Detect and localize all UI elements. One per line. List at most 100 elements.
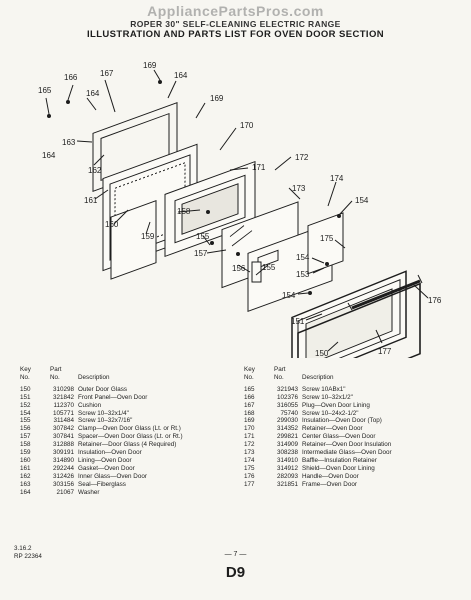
part-description: Gasket—Oven Door — [78, 464, 135, 472]
callout-label: 154 — [282, 291, 296, 300]
callout-label: 176 — [428, 296, 442, 305]
part-number: 310298 — [52, 385, 74, 393]
key-number: 177 — [244, 480, 255, 488]
part-description: Shield—Oven Door Lining — [302, 464, 375, 472]
part-description: Retainer—Oven Door — [302, 425, 363, 433]
callout-label: 171 — [252, 163, 266, 172]
callout-label: 150 — [315, 349, 329, 358]
callout-label: 153 — [296, 270, 310, 279]
key-header: Key — [244, 366, 255, 373]
key-number: 163 — [20, 480, 31, 488]
table-row: 176 282093 Handle—Oven Door — [244, 473, 462, 481]
door-handle-part — [351, 279, 421, 310]
key-number: 168 — [244, 409, 255, 417]
key-number: 171 — [244, 433, 255, 441]
part-number: 316055 — [276, 401, 298, 409]
part-number: 299030 — [276, 417, 298, 425]
key-number: 157 — [20, 433, 31, 441]
part-number: 321943 — [276, 385, 298, 393]
callout-label: 167 — [100, 69, 114, 78]
part-number: 314352 — [276, 425, 298, 433]
callout-label: 173 — [292, 184, 306, 193]
part-number: 321851 — [276, 480, 298, 488]
part-number: 311484 — [53, 417, 74, 425]
callout-label: 169 — [210, 94, 224, 103]
part-description: Screw 10–32x1/4" — [78, 409, 129, 417]
table-row: 159 309191 Insulation—Oven Door — [20, 449, 238, 457]
part-header-no: No. — [274, 373, 284, 381]
part-description: Inner Glass—Oven Door — [78, 472, 147, 480]
callout-label: 169 — [143, 61, 157, 70]
part-description: Screw 10–32x1/2" — [302, 393, 353, 401]
watermark: AppliancePartsPros.com — [147, 3, 324, 19]
table-row: 169 299030 Insulation—Oven Door (Top) — [244, 417, 462, 425]
key-number: 159 — [20, 449, 31, 457]
part-description: Retainer—Oven Door Insulation — [302, 441, 392, 449]
part-number: 282093 — [276, 472, 298, 480]
part-description: Handle—Oven Door — [302, 472, 359, 480]
callout-label: 157 — [194, 249, 208, 258]
part-number: 314890 — [52, 456, 74, 464]
part-description: Center Glass—Oven Door — [302, 433, 376, 441]
callout-label: 155 — [196, 232, 210, 241]
key-number: 158 — [20, 441, 31, 449]
key-header-no: No. — [20, 373, 30, 381]
part-number: 307842 — [52, 425, 74, 433]
part-description: Clamp—Oven Door Glass (Lt. or Rt.) — [78, 425, 181, 433]
part-description: Insulation—Oven Door — [78, 449, 142, 457]
key-number: 176 — [244, 472, 255, 480]
part-number: 112370 — [53, 401, 74, 409]
key-number: 150 — [20, 385, 31, 393]
part-description: Plug—Oven Door Lining — [302, 401, 370, 409]
key-number: 172 — [244, 441, 255, 449]
part-header: Part — [274, 366, 286, 373]
part-number: 21067 — [56, 488, 74, 496]
key-number: 162 — [20, 472, 31, 480]
page-title: ROPER 30" SELF-CLEANING ELECTRIC RANGE — [130, 19, 341, 29]
insulation-baffle-part — [307, 212, 344, 275]
part-description: Screw 10–24x2-1/2" — [302, 409, 359, 417]
part-description: Screw 10ABx1" — [302, 385, 346, 393]
part-description: Lining—Oven Door — [78, 456, 132, 464]
key-number: 160 — [20, 456, 31, 464]
part-number: 312888 — [52, 441, 74, 449]
part-number: 307841 — [52, 433, 74, 441]
table-row: 168 75740 Screw 10–24x2-1/2" — [244, 410, 462, 418]
part-number: 292244 — [52, 464, 74, 472]
oven-door-retainer-part — [164, 160, 256, 258]
part-description: Seal—Fiberglass — [78, 480, 126, 488]
section-code: D9 — [225, 564, 246, 581]
part-description: Baffle—Insulation Retainer — [302, 456, 377, 464]
revision-code: 3.16.2 — [14, 545, 32, 552]
part-number: 75740 — [280, 409, 298, 417]
part-description: Outer Door Glass — [78, 385, 127, 393]
document-number: RP 22364 — [14, 553, 42, 560]
part-number: 308238 — [276, 449, 298, 457]
page-number: — 7 — — [224, 551, 247, 558]
part-description: Washer — [78, 488, 100, 496]
callout-label: 159 — [141, 232, 155, 241]
table-row: 150 310298 Outer Door Glass — [20, 386, 238, 394]
key-number: 169 — [244, 417, 255, 425]
document-codes: 3.16.2 RP 22364 — [14, 545, 42, 561]
part-number: 314910 — [276, 456, 298, 464]
callout-label: 175 — [320, 234, 334, 243]
part-description: Cushion — [78, 401, 102, 409]
part-description: Insulation—Oven Door (Top) — [302, 417, 382, 425]
callout-label: 166 — [64, 73, 78, 82]
callout-label: 162 — [88, 166, 102, 175]
part-number: 309191 — [52, 449, 74, 457]
description-header: Description — [302, 373, 334, 381]
